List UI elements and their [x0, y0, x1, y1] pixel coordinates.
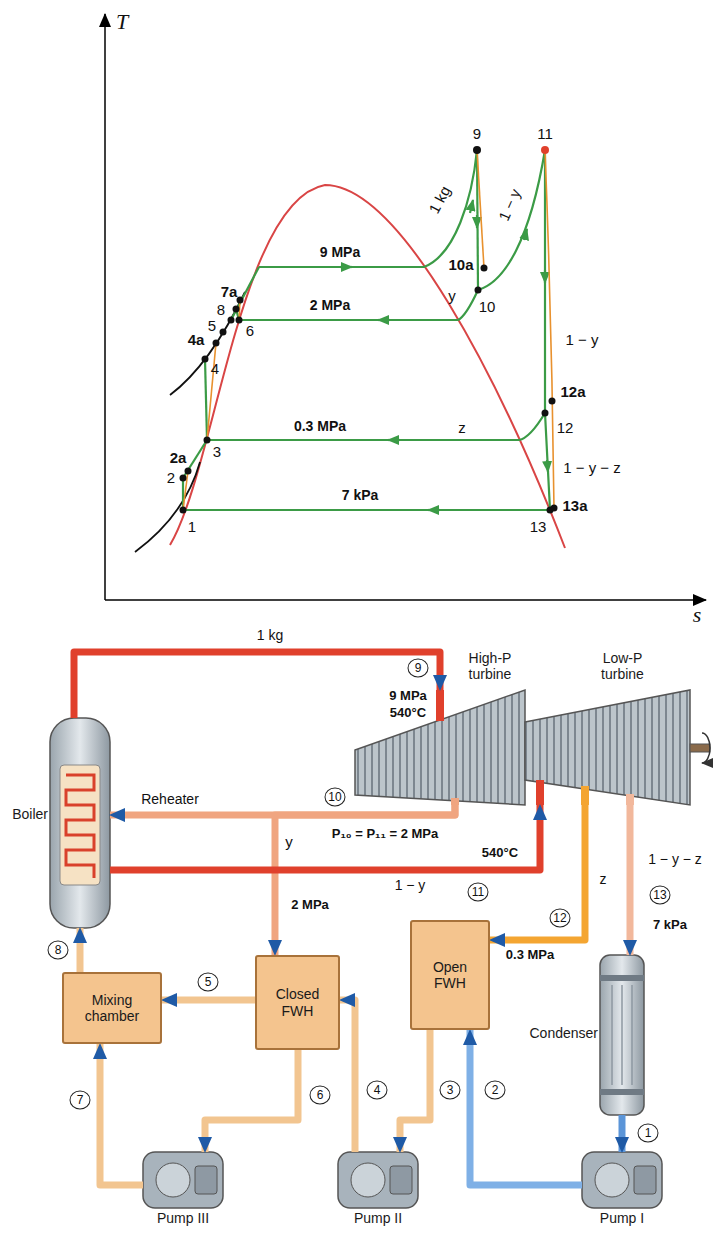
- pressure-label: 2 MPa: [291, 898, 329, 912]
- pump: Pump III: [143, 1152, 223, 1208]
- mass-fraction: y: [285, 834, 293, 851]
- state-label: 7a: [221, 284, 238, 301]
- state-label: 12a: [560, 384, 585, 401]
- temperature-label: 540°C: [482, 846, 518, 860]
- equipment-label: Closed FWH: [261, 986, 334, 1018]
- pressure-label: 0.3 MPa: [506, 948, 554, 962]
- state-label: 11: [537, 126, 553, 143]
- pressure-label: 2 MPa: [310, 298, 350, 313]
- state-label: 2: [167, 470, 175, 487]
- state-label: 10: [479, 299, 496, 316]
- pipe: [74, 652, 440, 718]
- state-label: 3: [213, 444, 221, 461]
- equipment-label: High-P turbine: [455, 650, 525, 682]
- state-number: 11: [468, 883, 489, 902]
- open-feedwater-heater: Open FWH: [410, 920, 490, 1030]
- state-number: 6: [310, 1086, 331, 1105]
- pipe: [619, 1115, 626, 1152]
- state-label: 4a: [188, 332, 205, 349]
- state-label: 13: [530, 519, 547, 536]
- pressure-label: 9 MPa: [389, 689, 427, 703]
- pipe: [490, 805, 585, 940]
- ts-diagram: [105, 14, 706, 600]
- equipment-label: Mixing chamber: [68, 992, 156, 1024]
- state-label: 2a: [170, 450, 187, 467]
- state-number: 13: [650, 886, 671, 905]
- mass-fraction: 1 − y: [566, 332, 599, 349]
- pump: Pump II: [338, 1152, 418, 1208]
- state-number: 9: [408, 659, 429, 678]
- pipe: [340, 1000, 355, 1152]
- plant-equipment: [50, 690, 710, 1208]
- mass-fraction: 1 − y: [496, 187, 524, 224]
- state-label: 10a: [448, 257, 473, 274]
- part-label: Reheater: [141, 792, 199, 807]
- mass-flow-label: 1 − y − z: [648, 852, 702, 867]
- pipe: [400, 1030, 430, 1152]
- state-label: 8: [217, 302, 225, 319]
- state-number: 1: [638, 1124, 659, 1143]
- state-label: 13a: [562, 498, 587, 515]
- pressure-label: P₁₀ = P₁₁ = 2 MPa: [332, 827, 439, 841]
- equipment-label: Boiler: [2, 806, 48, 822]
- state-label: 5: [208, 318, 216, 335]
- pipe: [162, 997, 255, 1004]
- state-number: 2: [485, 1081, 506, 1100]
- boiler: Boiler: [50, 718, 110, 928]
- pressure-label: 7 kPa: [653, 918, 687, 932]
- equipment-label: Condenser: [524, 1025, 598, 1041]
- state-number: 4: [367, 1081, 388, 1100]
- mass-fraction: z: [458, 420, 466, 437]
- temperature-label: 540°C: [390, 706, 426, 720]
- low-pressure-turbine: Low-P turbine: [525, 690, 690, 805]
- mass-flow-label: 1 kg: [257, 628, 283, 643]
- mixing-chamber: Mixing chamber: [62, 972, 162, 1044]
- closed-feedwater-heater: Closed FWH: [255, 955, 340, 1050]
- high-pressure-turbine: High-P turbine: [355, 690, 525, 805]
- pressure-label: 7 kPa: [342, 488, 379, 503]
- pipe: [110, 805, 540, 870]
- pressure-label: 9 MPa: [320, 245, 360, 260]
- state-number: 7: [70, 1091, 91, 1110]
- mass-flow-label: z: [600, 872, 607, 887]
- mass-fraction: y: [448, 288, 456, 305]
- state-number: 5: [198, 973, 219, 992]
- pipe: [100, 1044, 143, 1185]
- state-label: 6: [246, 323, 254, 340]
- pressure-label: 0.3 MPa: [294, 419, 346, 434]
- state-label: 12: [557, 420, 574, 437]
- pipe: [205, 1050, 298, 1152]
- equipment-label: Open FWH: [416, 959, 484, 991]
- pipe: [626, 805, 633, 955]
- pipe: [470, 1030, 582, 1185]
- axis-label: T: [116, 10, 128, 34]
- axis-label: s: [693, 603, 702, 627]
- state-number: 12: [550, 909, 571, 928]
- mass-flow-label: 1 − y: [395, 878, 426, 893]
- mass-fraction: 1 − y − z: [563, 460, 621, 477]
- equipment-label: Pump III: [143, 1210, 223, 1226]
- mass-fraction: 1 kg: [426, 184, 454, 217]
- state-number: 10: [325, 788, 346, 807]
- pump: Pump I: [582, 1152, 662, 1208]
- state-label: 9: [473, 126, 481, 143]
- equipment-label: Pump II: [338, 1210, 418, 1226]
- state-label: 1: [188, 519, 196, 536]
- equipment-label: Low-P turbine: [580, 650, 665, 682]
- state-number: 3: [440, 1081, 461, 1100]
- equipment-label: Pump I: [582, 1210, 662, 1226]
- condenser: Condenser: [600, 955, 644, 1115]
- state-label: 4: [211, 361, 219, 378]
- state-number: 8: [48, 941, 69, 960]
- pipe: [77, 928, 84, 972]
